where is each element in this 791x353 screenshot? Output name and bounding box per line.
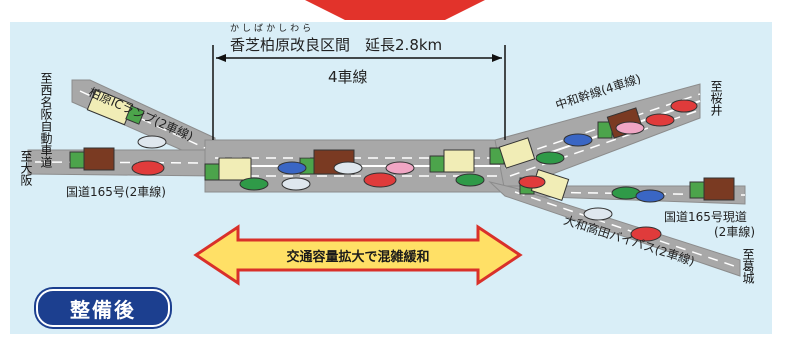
dest-sakurai: 至桜井 bbox=[709, 80, 723, 116]
car bbox=[670, 99, 698, 113]
car bbox=[455, 173, 485, 187]
dest-nishimeihan: 至西名阪自動車道 bbox=[39, 72, 53, 168]
section-ruby: かしばかしわら bbox=[230, 24, 315, 34]
car bbox=[630, 226, 662, 242]
truck bbox=[204, 157, 252, 181]
truck bbox=[429, 149, 475, 173]
capacity-double-arrow bbox=[193, 224, 523, 286]
car bbox=[535, 151, 565, 165]
label-route165-current-lanes: (2車線) bbox=[714, 225, 755, 239]
dest-katsuragi: 至葛城 bbox=[741, 248, 755, 284]
car bbox=[635, 189, 665, 203]
truck bbox=[489, 137, 536, 169]
car bbox=[239, 177, 269, 191]
car bbox=[518, 175, 546, 189]
car bbox=[363, 172, 397, 188]
label-route165-current: 国道165号現道 bbox=[664, 210, 747, 224]
after-badge: 整備後 bbox=[36, 289, 170, 327]
car bbox=[563, 133, 593, 147]
lanes-label: 4車線 bbox=[328, 68, 368, 86]
car bbox=[333, 161, 363, 175]
top-banner-arrow bbox=[305, 0, 485, 20]
label-route165-left: 国道165号(2車線) bbox=[66, 185, 166, 199]
car bbox=[281, 177, 311, 191]
car bbox=[131, 160, 165, 176]
car bbox=[615, 121, 645, 135]
car bbox=[277, 161, 307, 175]
truck bbox=[69, 147, 115, 171]
car bbox=[583, 207, 613, 221]
car bbox=[645, 113, 675, 127]
section-title: 香芝柏原改良区間 延長2.8km bbox=[230, 36, 443, 54]
capacity-arrow-text: 交通容量拡大で混雑緩和 bbox=[286, 250, 430, 265]
road-yamato-bypass bbox=[488, 181, 741, 277]
vehicles bbox=[69, 88, 735, 242]
truck bbox=[689, 177, 735, 201]
dest-osaka: 至大阪 bbox=[19, 150, 33, 186]
car bbox=[137, 135, 167, 149]
truck bbox=[86, 88, 145, 126]
car bbox=[385, 161, 415, 175]
section-extent-marker bbox=[212, 45, 506, 140]
